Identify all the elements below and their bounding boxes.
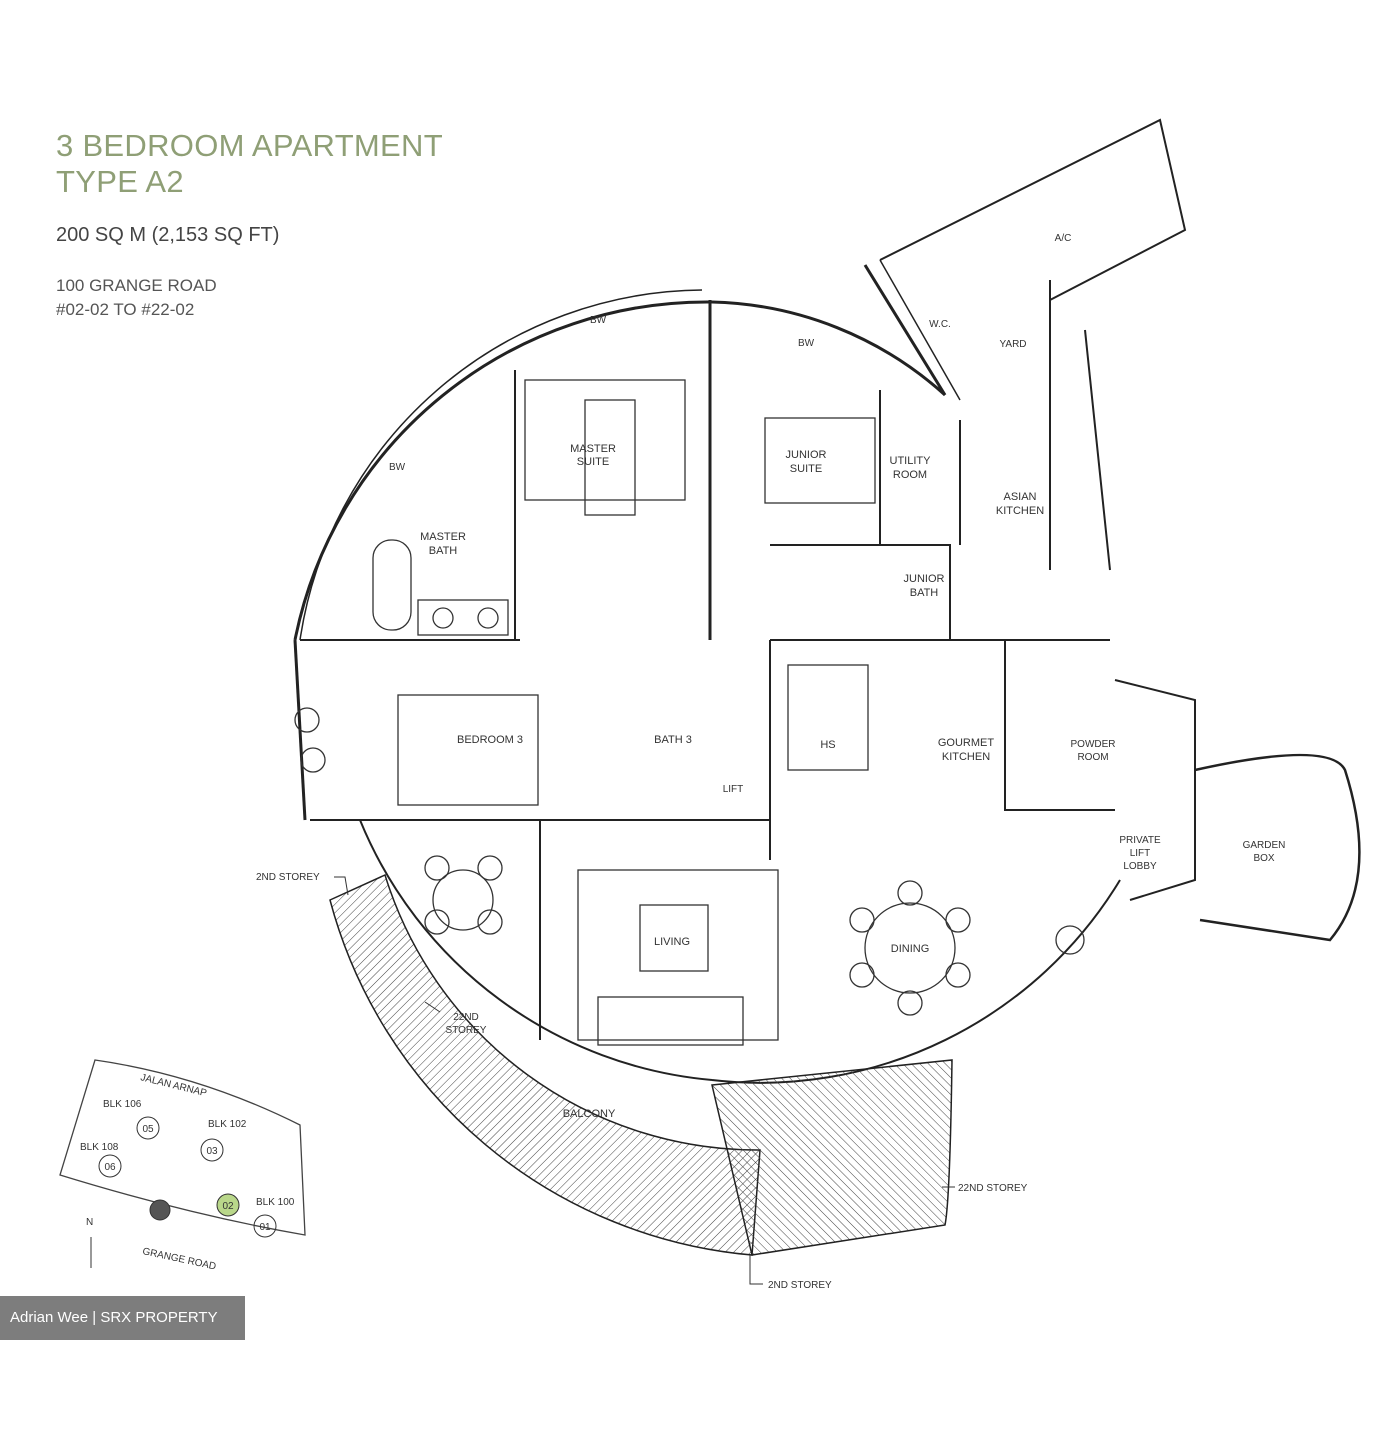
- label-balcony: BALCONY: [563, 1108, 616, 1120]
- key-blk-100: BLK 100: [256, 1197, 295, 1208]
- label-asian-kitchen-2: KITCHEN: [996, 505, 1044, 517]
- key-unit-06: 06: [104, 1162, 116, 1173]
- key-unit-02: 02: [222, 1201, 234, 1212]
- key-blk-106: BLK 106: [103, 1099, 142, 1110]
- label-2nd-storey-bottom: 2ND STOREY: [768, 1280, 832, 1291]
- title-line-1: 3 BEDROOM APARTMENT: [56, 128, 443, 163]
- watermark: Adrian Wee | SRX PROPERTY: [0, 1296, 245, 1340]
- label-asian-kitchen-1: ASIAN: [1003, 491, 1036, 503]
- label-bath-3: BATH 3: [654, 734, 692, 746]
- hatched-overhang-right: [711, 1059, 953, 1256]
- label-junior-bath-2: BATH: [910, 587, 939, 599]
- label-yard: YARD: [999, 339, 1026, 350]
- highlighted-unit-marker: [216, 1193, 240, 1217]
- room-labels: MASTER SUITE MASTER BATH JUNIOR SUITE UT…: [389, 233, 1285, 1120]
- label-entry-1: PRIVATE: [1119, 835, 1161, 846]
- label-gourmet-1: GOURMET: [938, 737, 995, 749]
- furniture: [294, 379, 1085, 1046]
- address-line-2: #02-02 TO #22-02: [56, 300, 195, 319]
- label-22nd-storey-right: 22ND STOREY: [958, 1183, 1028, 1194]
- label-junior-suite-1: JUNIOR: [786, 449, 827, 461]
- label-2nd-storey-left: 2ND STOREY: [256, 872, 320, 883]
- storey-labels: 2ND STOREY 22ND STOREY 22ND STOREY 2ND S…: [256, 872, 1028, 1291]
- area-text: 200 SQ M (2,153 SQ FT): [56, 224, 280, 246]
- label-22nd-storey-left-1: 22ND: [453, 1012, 479, 1023]
- label-master-suite-2: SUITE: [577, 456, 609, 468]
- label-gourmet-2: KITCHEN: [942, 751, 990, 763]
- label-garden-1: GARDEN: [1243, 840, 1286, 851]
- label-master-bath-1: MASTER: [420, 531, 466, 543]
- key-unit-01: 01: [259, 1222, 271, 1233]
- label-lift: LIFT: [723, 784, 744, 795]
- label-living: LIVING: [654, 936, 690, 948]
- label-master-suite-1: MASTER: [570, 443, 616, 455]
- label-powder-1: POWDER: [1071, 739, 1116, 750]
- label-wc: W.C.: [929, 319, 951, 330]
- hatched-overhang-left: [329, 873, 761, 1256]
- plan-title: 3 BEDROOM APARTMENT TYPE A2: [56, 128, 443, 200]
- outer-walls: [293, 118, 1361, 1084]
- address: 100 GRANGE ROAD #02-02 TO #22-02: [56, 274, 217, 322]
- label-bedroom-3: BEDROOM 3: [457, 734, 523, 746]
- label-ac: A/C: [1055, 233, 1072, 244]
- label-utility-2: ROOM: [893, 469, 927, 481]
- key-blk-102: BLK 102: [208, 1119, 247, 1130]
- label-master-bath-2: BATH: [429, 545, 458, 557]
- label-powder-2: ROOM: [1077, 752, 1108, 763]
- label-garden-2: BOX: [1253, 853, 1274, 864]
- key-road-bottom: GRANGE ROAD: [141, 1246, 217, 1272]
- label-dining: DINING: [891, 943, 930, 955]
- label-bw-3: BW: [389, 462, 406, 473]
- label-bw-2: BW: [798, 338, 815, 349]
- key-north: N: [86, 1217, 93, 1228]
- label-hs: HS: [820, 739, 835, 751]
- address-line-1: 100 GRANGE ROAD: [56, 276, 217, 295]
- title-line-2: TYPE A2: [56, 164, 184, 199]
- label-22nd-storey-left-2: STOREY: [446, 1025, 487, 1036]
- key-plan: JALAN ARNAP GRANGE ROAD BLK 106 BLK 102 …: [59, 1059, 306, 1273]
- label-entry-2: LIFT: [1130, 848, 1151, 859]
- key-blk-108: BLK 108: [80, 1142, 119, 1153]
- label-junior-suite-2: SUITE: [790, 463, 822, 475]
- label-junior-bath-1: JUNIOR: [904, 573, 945, 585]
- label-bw-1: BW: [590, 315, 607, 326]
- label-utility-1: UTILITY: [890, 455, 932, 467]
- label-entry-3: LOBBY: [1123, 861, 1157, 872]
- key-unit-03: 03: [206, 1146, 218, 1157]
- key-unit-05: 05: [142, 1124, 154, 1135]
